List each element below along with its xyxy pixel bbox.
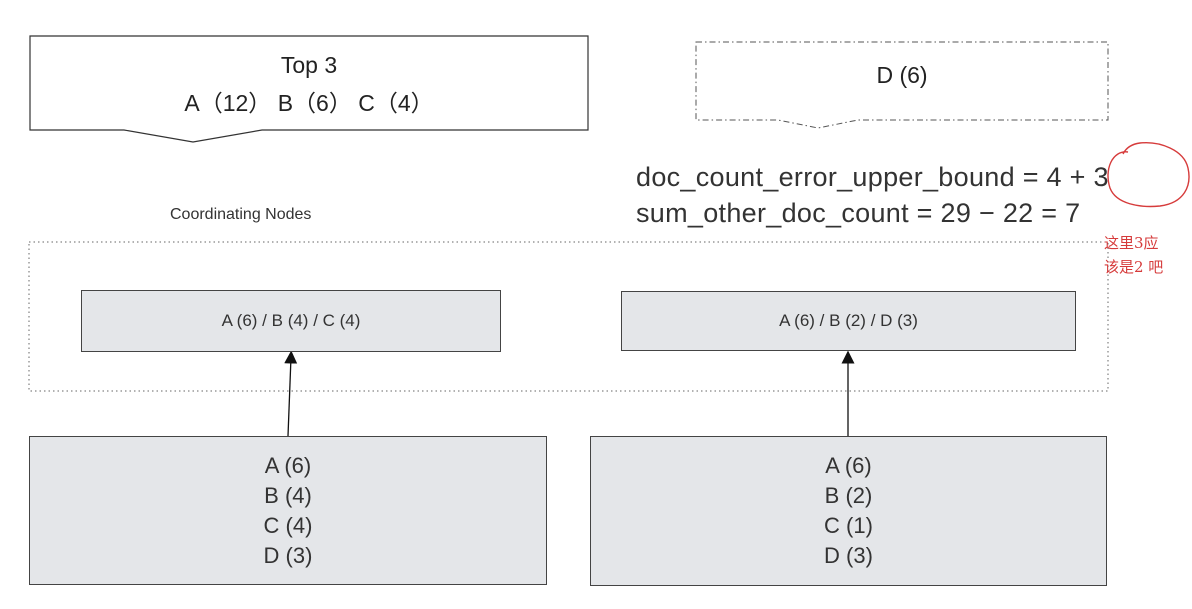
data-node-item: C (1) [824,513,873,538]
arrow-left [284,350,298,437]
data-node-box: A (6) B (2) C (1) D (3) [590,436,1107,586]
data-node-item: A (6) [825,453,872,478]
data-node-item: B (4) [264,482,312,508]
shard-result-box: A (6) / B (2) / D (3) [621,291,1076,351]
shard-result-text: A (6) / B (2) / D (3) [779,311,918,330]
shard-result-box: A (6) / B (4) / C (4) [81,290,501,352]
data-node-item: D (3) [824,543,873,568]
data-node-item: C (4) [263,512,313,538]
top3-result: A（12） B（6） C（4） [184,90,434,116]
data-node-item: A (6) [264,452,312,478]
coordinating-nodes-label: Coordinating Nodes [170,206,312,223]
shard-result-text: A (6) / B (4) / C (4) [221,311,361,330]
data-node-item: B (2) [824,483,873,508]
d6-label: D (6) [876,62,928,88]
data-node-box: A (6) B (4) C (4) D (3) [29,436,547,585]
sum-other-doc-count-formula: sum_other_doc_count = 29 − 22 = 7 [636,198,1081,228]
annotation-note-line-2: 该是2 吧 [1104,258,1164,276]
top3-title: Top 3 [280,52,338,78]
annotation-circle [1107,142,1190,208]
error-upper-bound-formula: doc_count_error_upper_bound = 4 + 3 [636,162,1109,192]
data-node-item: D (3) [263,542,313,568]
annotation-note-line-1: 这里3应 [1104,234,1159,252]
